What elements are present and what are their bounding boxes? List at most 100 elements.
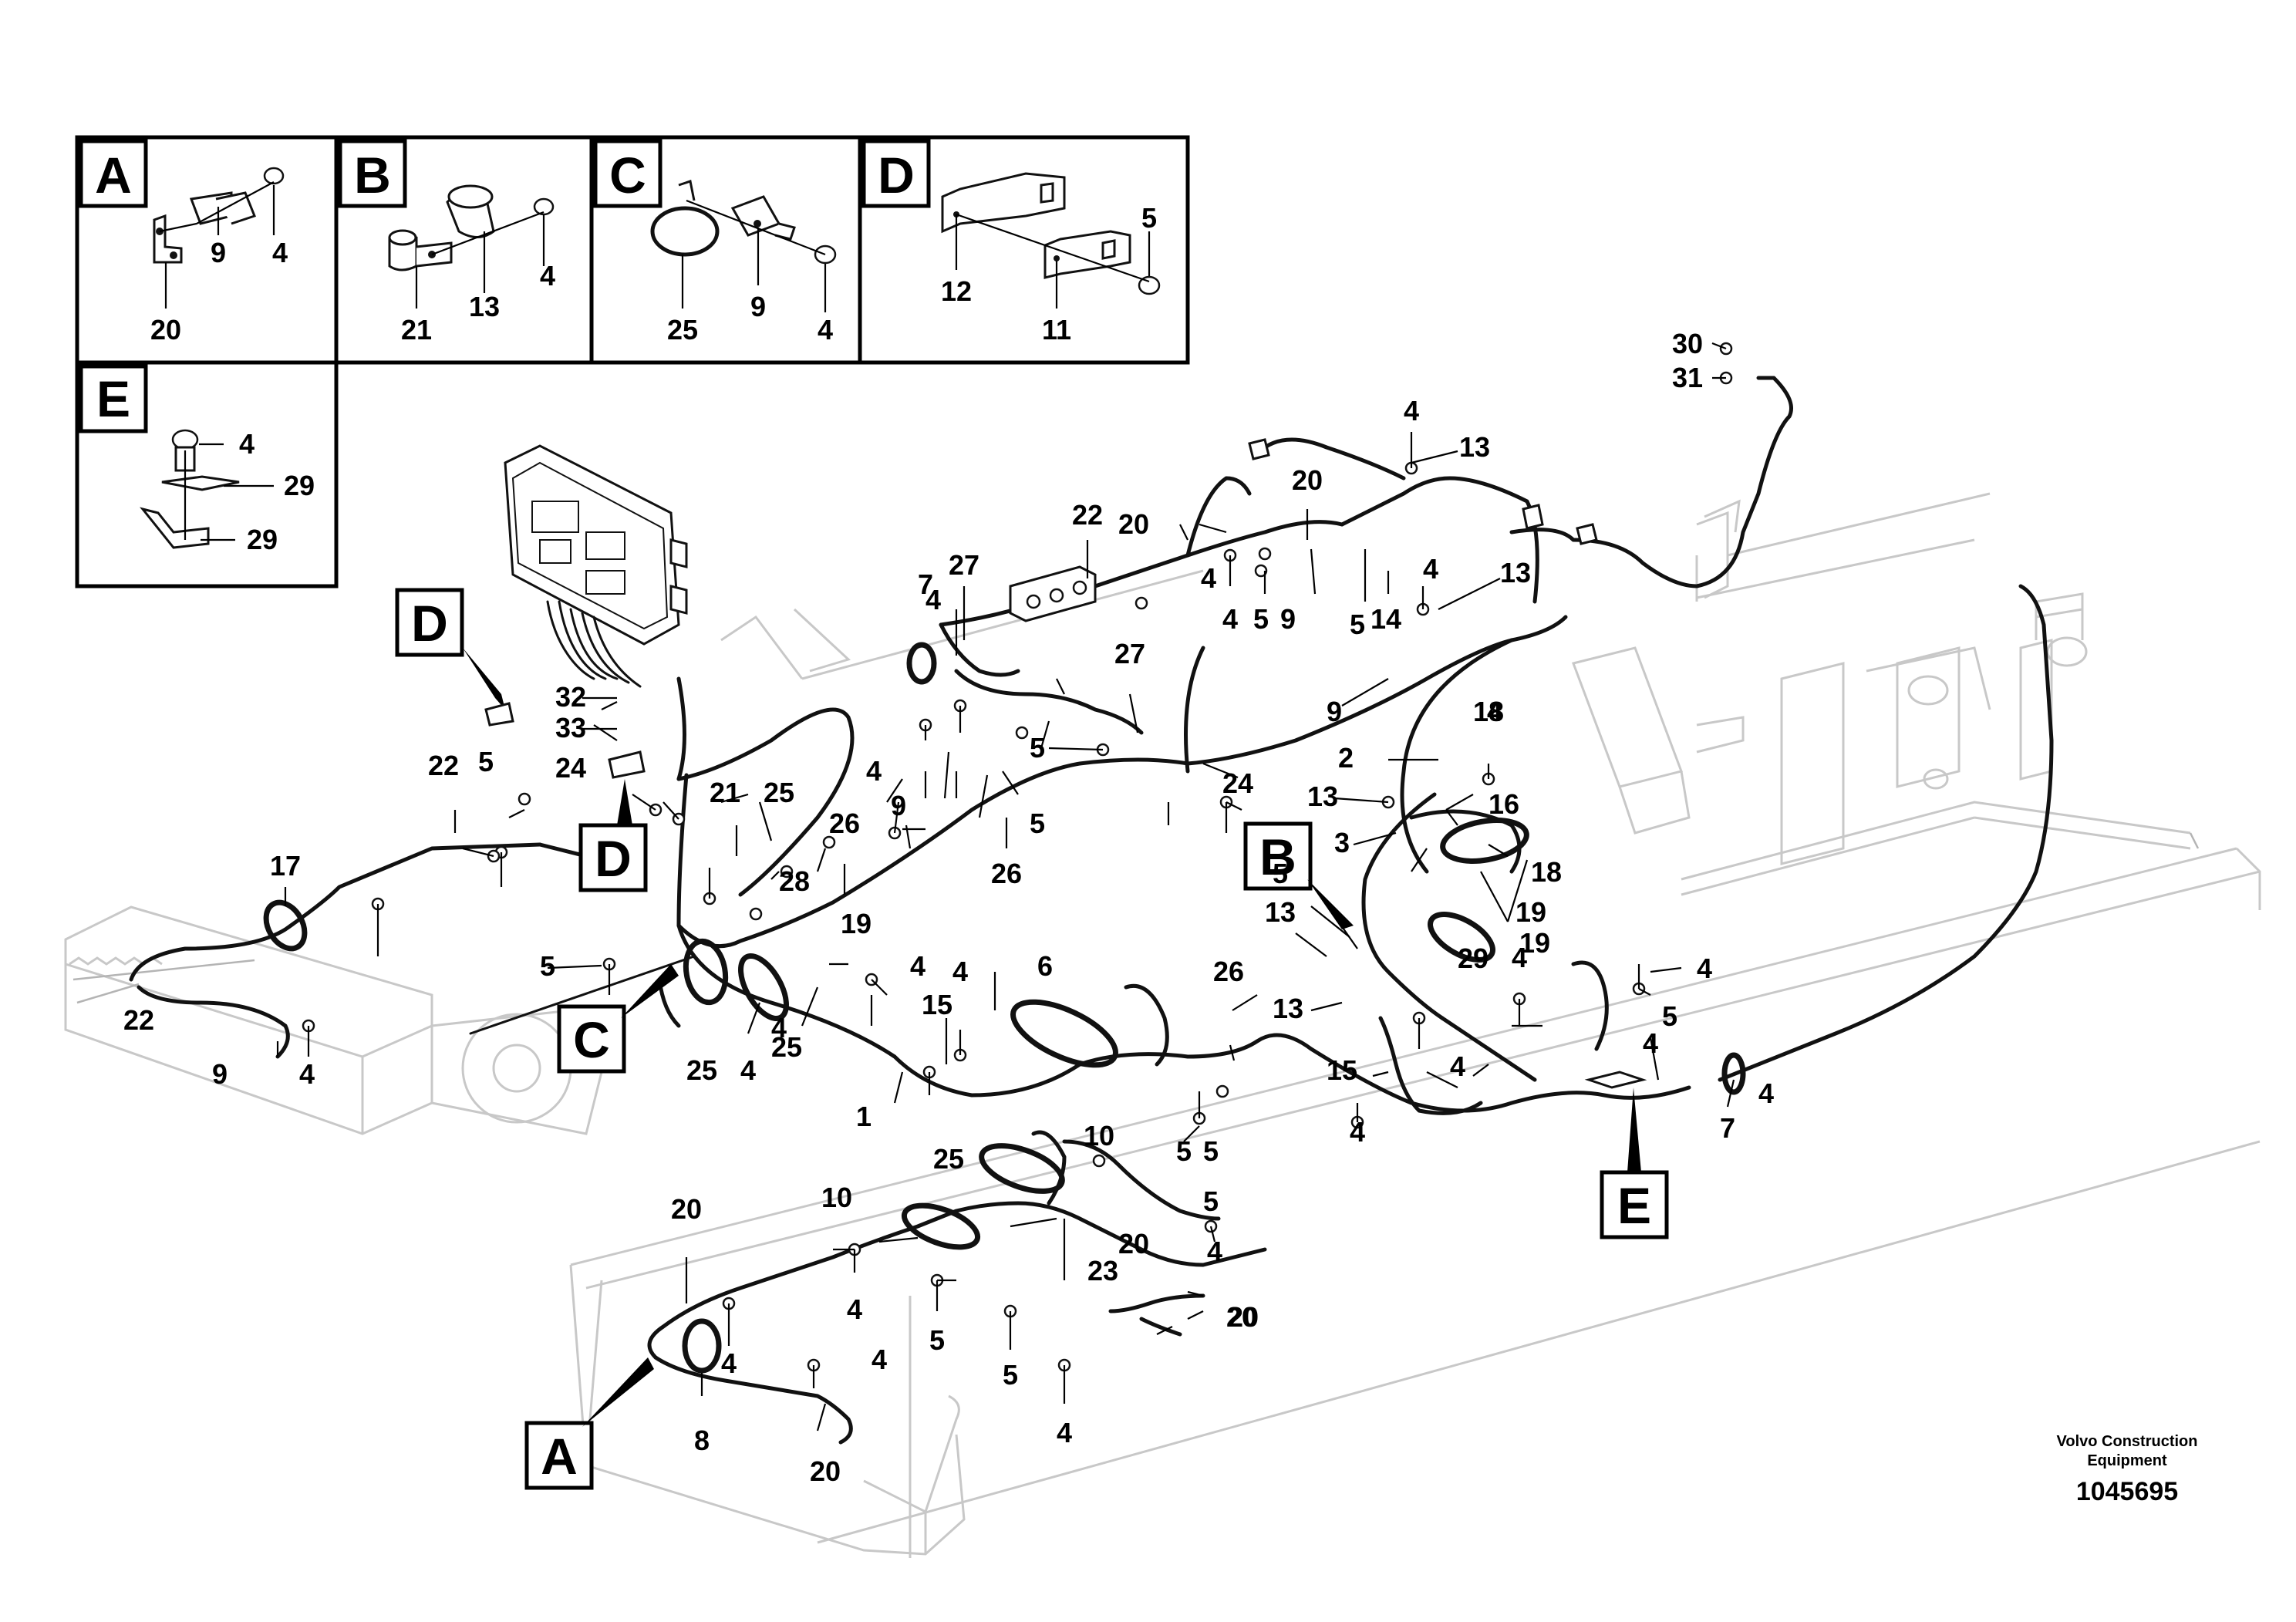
callout-b: B: [1243, 821, 1354, 929]
part-label: 4: [910, 950, 925, 982]
part-label: 9: [1327, 696, 1342, 727]
part-label: 13: [1307, 781, 1338, 812]
part-label: 24: [1222, 767, 1253, 799]
part-label: 5: [540, 950, 555, 982]
part-label: 13: [1265, 896, 1296, 928]
part-label: 21: [401, 314, 432, 346]
part-label: 4: [1512, 942, 1527, 973]
part-label: 29: [247, 524, 278, 555]
part-label: 31: [1672, 362, 1703, 393]
part-label: 4: [1450, 1050, 1465, 1082]
part-label: 3: [1334, 827, 1350, 858]
part-label: 32: [555, 681, 586, 713]
detail-box-c: C 25 9 4: [593, 139, 837, 346]
callout-c: C: [557, 964, 679, 1074]
box-letter: A: [95, 147, 132, 204]
box-letter: C: [609, 147, 646, 204]
part-label: 26: [1213, 956, 1244, 987]
machine-frame: [64, 492, 2261, 1558]
part-label: 9: [212, 1058, 228, 1090]
part-label: 4: [952, 956, 968, 987]
part-label: 15: [1327, 1054, 1357, 1086]
part-label: 4: [1222, 603, 1238, 635]
part-label: 4: [1201, 562, 1216, 594]
part-label: 18: [1473, 696, 1504, 727]
part-label: 4: [721, 1347, 737, 1379]
part-label: 13: [1500, 557, 1531, 588]
detail-box-e: E 4 29 29: [79, 364, 315, 555]
part-label: 20: [1118, 1228, 1149, 1259]
callout-letter: E: [1617, 1177, 1651, 1234]
callout-letter: B: [1259, 828, 1296, 885]
part-label: 17: [270, 850, 301, 882]
part-label: 26: [829, 808, 860, 839]
part-label: 9: [891, 790, 906, 821]
part-label: 4: [925, 584, 941, 615]
part-label: 13: [1459, 431, 1490, 463]
part-label: 15: [922, 989, 952, 1020]
part-label: 5: [1253, 603, 1269, 635]
callout-e: E: [1584, 1071, 1669, 1239]
detail-box-d: D 5 12 11: [861, 139, 1161, 346]
part-label: 21: [710, 777, 740, 808]
part-label: 4: [1643, 1027, 1658, 1059]
part-label: 4: [847, 1293, 862, 1325]
part-label: 9: [750, 291, 766, 322]
part-label: 5: [1030, 732, 1045, 764]
part-label: 4: [818, 314, 833, 346]
part-label: 6: [1037, 950, 1053, 982]
part-number-labels: 30 31 4 13 20 22 20 7 27 4 4 5 9 5 14 4 …: [123, 328, 1774, 1487]
part-label: 22: [428, 750, 459, 781]
part-label: 4: [1404, 395, 1419, 427]
part-label: 26: [991, 858, 1022, 889]
part-label: 8: [694, 1425, 710, 1456]
leader-lines: [276, 342, 1735, 1431]
part-label: 27: [949, 549, 979, 581]
part-label: 16: [1489, 788, 1519, 820]
part-label: 20: [671, 1193, 702, 1225]
part-label: 20: [1228, 1301, 1259, 1333]
part-label: 13: [469, 291, 500, 322]
callout-letter: C: [573, 1011, 610, 1068]
part-label: 5: [1003, 1359, 1018, 1391]
part-label: 5: [929, 1324, 945, 1356]
part-label: 5: [1273, 858, 1288, 889]
part-label: 24: [555, 752, 586, 784]
part-label: 20: [150, 314, 181, 346]
part-label: 19: [841, 908, 872, 939]
part-label: 29: [284, 470, 315, 501]
part-label: 7: [918, 568, 933, 600]
part-label: 19: [1519, 927, 1550, 959]
detail-boxes: A 4 9 20 B: [75, 135, 1190, 588]
part-label: 27: [1114, 638, 1145, 669]
part-label: 4: [1697, 953, 1712, 984]
footer: Volvo Construction Equipment 1045695: [2057, 1433, 2198, 1506]
harness-cables: [129, 376, 2054, 1445]
part-label: 25: [764, 777, 794, 808]
callout-letter: D: [595, 830, 632, 887]
detail-box-a: A 4 9 20: [79, 139, 288, 346]
part-label: 4: [866, 755, 882, 787]
part-label: 5: [1030, 808, 1045, 839]
part-label: 4: [1057, 1417, 1072, 1448]
part-label: 4: [1207, 1236, 1222, 1267]
part-label: 33: [555, 712, 586, 744]
part-label: 25: [686, 1054, 717, 1086]
part-label: 5: [1176, 1135, 1192, 1167]
brand-line-1: Volvo Construction: [2057, 1433, 2198, 1450]
electrical-box: [504, 444, 688, 688]
part-label: 4: [1423, 553, 1438, 585]
part-label: 20: [810, 1455, 841, 1487]
part-label: 20: [1118, 508, 1149, 540]
part-label: 18: [1531, 856, 1562, 888]
part-label: 22: [1072, 499, 1103, 531]
part-label: 4: [1758, 1077, 1774, 1109]
part-label: 5: [478, 746, 494, 777]
box-letter: B: [354, 147, 391, 204]
part-label: 25: [933, 1143, 964, 1175]
part-label: 5: [1662, 1000, 1677, 1032]
callout-d-lower: D: [578, 750, 648, 892]
part-label: 4: [740, 1054, 756, 1086]
document-number: 1045695: [2076, 1477, 2178, 1506]
